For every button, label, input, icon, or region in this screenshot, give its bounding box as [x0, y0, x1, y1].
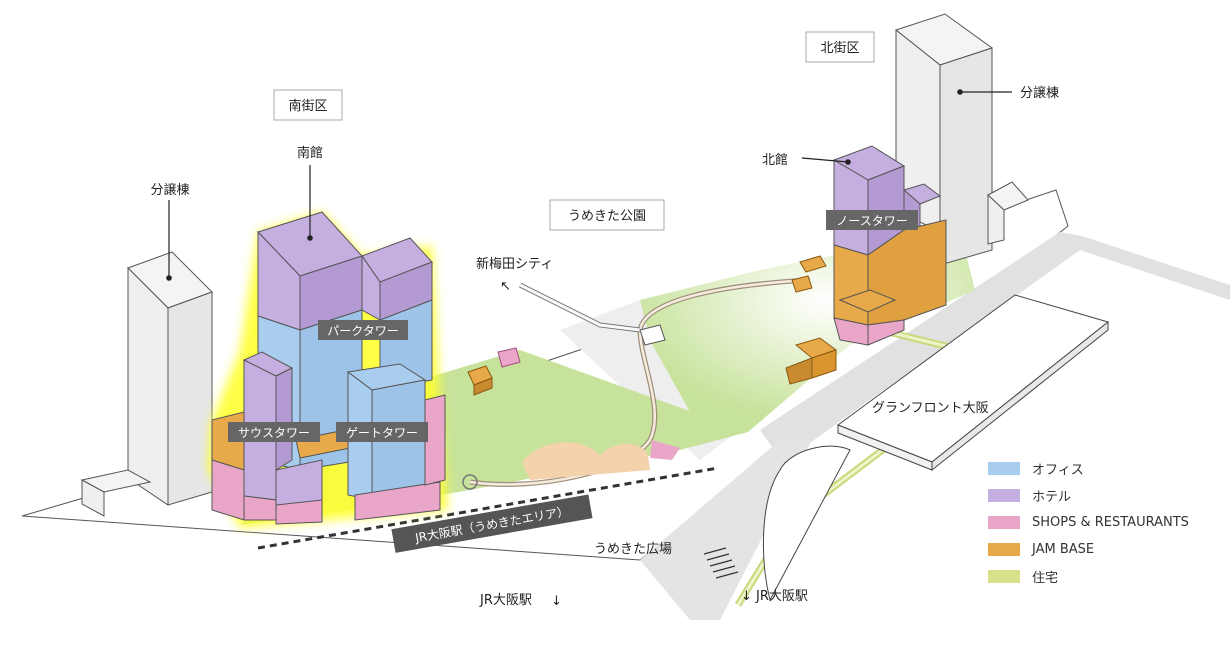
- grand-front-building: [836, 294, 1110, 472]
- shin-umeda-label: 新梅田シティ: [476, 256, 553, 272]
- sale-building-right: [894, 13, 1029, 266]
- gate-tower-label: ゲートタワー: [346, 426, 418, 440]
- shin-umeda-walkway: [518, 282, 666, 346]
- leader-lines: [166, 89, 1012, 281]
- legend-swatch: [988, 570, 1020, 583]
- south-district-label: 南街区: [288, 98, 327, 114]
- jr-station-bottom-label: JR大阪駅: [479, 593, 532, 608]
- south-tower-label: サウスタワー: [238, 426, 310, 440]
- shin-umeda-arrow: ↖: [500, 279, 511, 294]
- grand-front-label: グランフロント大阪: [872, 401, 989, 416]
- legend-item: 住宅: [988, 563, 1223, 590]
- legend-item: JAM BASE: [988, 536, 1223, 563]
- legend-label: ホテル: [1032, 490, 1072, 505]
- legend-label: JAM BASE: [1032, 542, 1095, 557]
- south-tower-tag: サウスタワー: [228, 422, 320, 442]
- park-walkway: [462, 277, 811, 490]
- sale-building-left-label: 分譲棟: [150, 182, 189, 198]
- south-building-label: 南館: [297, 145, 323, 161]
- sale-building-left: [80, 251, 213, 517]
- legend-label: オフィス: [1032, 463, 1084, 478]
- legend-item: ホテル: [988, 482, 1223, 509]
- park-box: うめきた公園: [549, 199, 665, 231]
- jr-station-right-arrow: ↓: [741, 589, 752, 604]
- umekita-plaza-label: うめきた広場: [594, 542, 672, 557]
- park-pavilions: [467, 255, 838, 396]
- legend-swatch: [988, 543, 1020, 556]
- gate-tower-tag: ゲートタワー: [336, 422, 428, 442]
- south-district-box: 南街区: [273, 89, 343, 121]
- park-tower-label: パークタワー: [327, 324, 399, 338]
- north-district-label: 北街区: [820, 41, 859, 56]
- legend-swatch: [988, 489, 1020, 502]
- sand-area: [522, 440, 680, 480]
- legend-item: オフィス: [988, 455, 1223, 482]
- jr-station-bottom-arrow: ↓: [551, 594, 562, 609]
- north-district-box: 北街区: [805, 31, 875, 63]
- sale-building-right-label: 分譲棟: [1020, 85, 1059, 101]
- legend-label: SHOPS & RESTAURANTS: [1032, 515, 1189, 530]
- park-tower-tag: パークタワー: [318, 320, 408, 340]
- legend-label: 住宅: [1032, 571, 1059, 586]
- jr-station-bottom-right-label: JR大阪駅: [755, 589, 808, 604]
- legend-swatch: [988, 516, 1020, 529]
- legend-swatch: [988, 462, 1020, 475]
- stairs: [703, 547, 739, 579]
- park-label: うめきた公園: [568, 209, 646, 224]
- north-tower-label: ノースタワー: [836, 214, 907, 228]
- north-building-label: 北館: [762, 153, 788, 168]
- north-tower-tag: ノースタワー: [826, 210, 918, 230]
- curved-building: [762, 445, 851, 602]
- rail-line: [257, 466, 719, 550]
- legend-item: SHOPS & RESTAURANTS: [988, 509, 1223, 536]
- legend: オフィスホテル SHOPS & RESTAURANTS JAM BASE 住宅: [988, 455, 1223, 590]
